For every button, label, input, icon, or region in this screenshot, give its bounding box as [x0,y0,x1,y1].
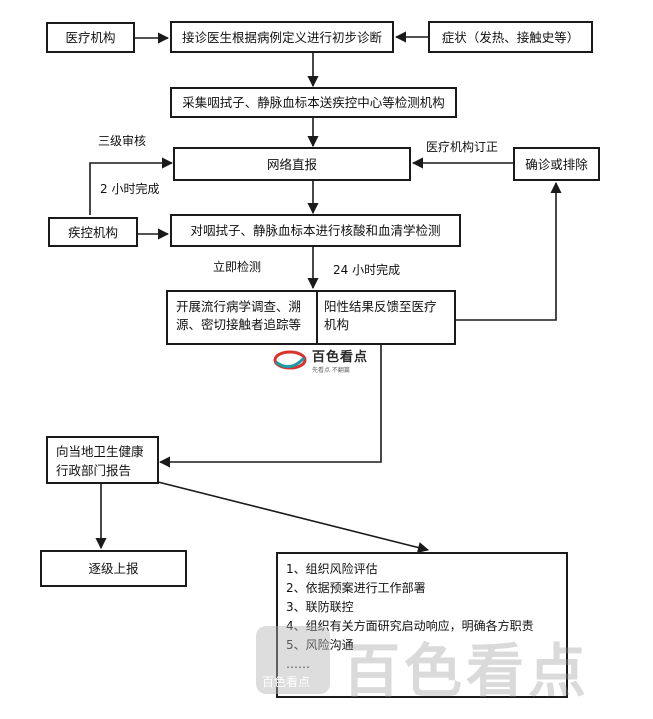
arrow-results-to-health-dept [158,345,382,468]
node-cdc: 疾控机构 [48,217,138,247]
node-network-report: 网络直报 [173,147,411,181]
watermark-badge-text: 百色看点 [262,675,311,689]
label-three-level-review: 三级审核 [98,134,147,148]
node-report-health-dept: 向当地卫生健康 行政部门报告 [46,436,159,484]
node-sample-collection: 采集咽拭子、静脉血标本送疾控中心等检测机构 [170,87,457,118]
action-item: 1、组织风险评估 [286,562,378,576]
watermark-logo-text: 百色看点 [312,350,369,365]
node-label: 医疗机构 [65,30,116,45]
action-item: 2、依据预案进行工作部署 [286,581,426,595]
watermark-large: 百色看点 百色看点 [256,622,636,705]
positive-feedback-line-1: 阳性结果反馈至医疗 [324,299,437,314]
label-institution-correction: 医疗机构订正 [426,140,499,154]
node-initial-diagnosis: 接诊医生根据病例定义进行初步诊断 [170,21,394,53]
watermark-logo: 百色看点 先看点 不翻篇 [272,346,368,374]
epidemiology-line-1: 开展流行病学调查、溯 [176,299,302,314]
label-immediate-test: 立即检测 [213,260,262,274]
node-nucleic-test: 对咽拭子、静脉血标本进行核酸和血清学检测 [170,214,461,247]
node-positive-feedback: 阳性结果反馈至医疗 机构 [324,298,437,334]
arrow-positive-to-confirm [456,181,562,321]
watermark-badge-icon: 百色看点 [256,626,330,694]
watermark-logo-sub: 先看点 不翻篇 [312,367,350,374]
arrow-cdc-to-report [89,157,174,215]
node-label: 采集咽拭子、静脉血标本送疾控中心等检测机构 [182,95,445,110]
node-results-group: 开展流行病学调查、溯 源、密切接触者追踪等 阳性结果反馈至医疗 机构 [166,290,456,345]
results-divider [316,292,318,343]
epidemiology-line-2: 源、密切接触者追踪等 [176,317,302,332]
logo-swirl-icon [273,350,307,370]
action-item: 5、风险沟通 [286,638,354,652]
positive-feedback-line-2: 机构 [324,317,350,332]
health-dept-line-1: 向当地卫生健康 [56,444,144,459]
node-confirm-or-exclude: 确诊或排除 [513,147,600,181]
node-label: 网络直报 [266,156,317,172]
node-label: 对咽拭子、静脉血标本进行核酸和血清学检测 [190,223,441,238]
action-item: 3、联防联控 [286,600,354,614]
health-dept-line-2: 行政部门报告 [56,463,132,478]
action-item: …… [286,657,310,671]
watermark-large-text: 百色看点 [342,637,591,705]
label-two-hours: 2 小时完成 [100,182,160,196]
node-label: 确诊或排除 [525,156,588,172]
label-twenty-four-hours: 24 小时完成 [333,263,401,277]
node-label: 症状（发热、接触史等） [441,29,580,45]
node-label: 疾控机构 [67,224,118,240]
node-label: 接诊医生根据病例定义进行初步诊断 [181,29,382,45]
node-epidemiology: 开展流行病学调查、溯 源、密切接触者追踪等 [176,298,301,334]
node-medical-institution: 医疗机构 [46,22,135,53]
action-item: 4、组织有关方面研究启动响应，明确各方职责 [286,619,534,633]
node-symptoms: 症状（发热、接触史等） [428,21,593,53]
node-label: 逐级上报 [88,561,139,576]
node-escalate-report: 逐级上报 [40,550,187,587]
arrow-health-dept-to-actions [157,481,430,553]
node-action-list: 1、组织风险评估 2、依据预案进行工作部署 3、联防联控 4、组织有关方面研究启… [276,552,568,698]
